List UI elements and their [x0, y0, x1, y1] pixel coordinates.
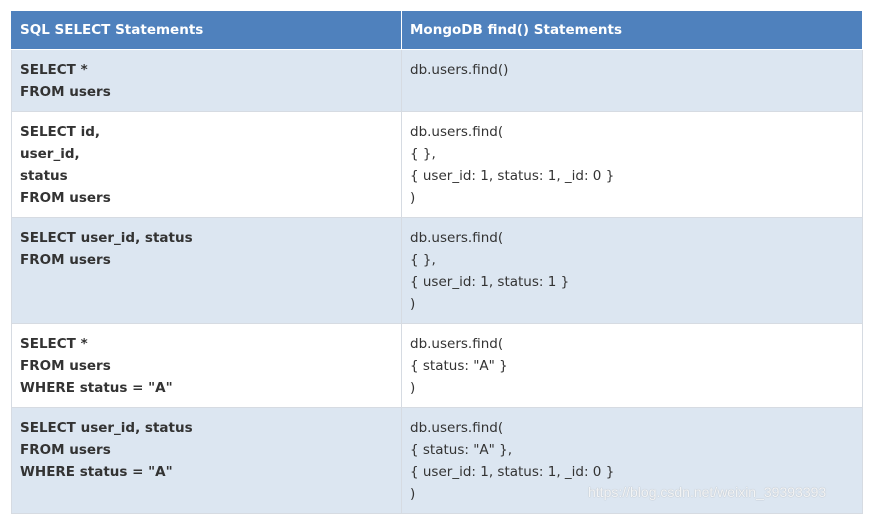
- sql-line: status: [20, 168, 68, 184]
- sql-cell: SELECT * FROM users: [11, 49, 402, 112]
- sql-cell: SELECT user_id, status FROM users: [11, 217, 402, 324]
- sql-line: FROM users: [20, 252, 111, 268]
- mongo-line: { status: "A" }: [410, 358, 508, 374]
- mongo-cell: db.users.find( { }, { user_id: 1, status…: [401, 217, 863, 324]
- mongo-line: db.users.find(: [410, 230, 504, 246]
- mongo-cell: db.users.find( { status: "A" } ): [401, 323, 863, 408]
- sql-line: FROM users: [20, 358, 111, 374]
- mongo-line: db.users.find(): [410, 62, 509, 78]
- sql-cell: SELECT * FROM users WHERE status = "A": [11, 323, 402, 408]
- sql-cell: SELECT user_id, status FROM users WHERE …: [11, 407, 402, 514]
- comparison-table-container: SQL SELECT Statements MongoDB find() Sta…: [11, 10, 863, 514]
- sql-line: SELECT user_id, status: [20, 230, 193, 246]
- mongo-line: { },: [410, 252, 436, 268]
- mongo-line: { status: "A" },: [410, 442, 513, 458]
- header-sql: SQL SELECT Statements: [11, 10, 402, 50]
- sql-line: FROM users: [20, 190, 111, 206]
- table-row: SELECT * FROM users db.users.find(): [11, 49, 863, 112]
- sql-line: FROM users: [20, 442, 111, 458]
- table-header-row: SQL SELECT Statements MongoDB find() Sta…: [11, 10, 863, 50]
- sql-mongodb-comparison-table: SQL SELECT Statements MongoDB find() Sta…: [11, 10, 863, 514]
- mongo-line: ): [410, 296, 416, 312]
- mongo-line: { user_id: 1, status: 1, _id: 0 }: [410, 464, 615, 480]
- sql-line: WHERE status = "A": [20, 464, 173, 480]
- table-row: SELECT * FROM users WHERE status = "A" d…: [11, 323, 863, 408]
- sql-cell: SELECT id, user_id, status FROM users: [11, 111, 402, 218]
- mongo-line: ): [410, 190, 416, 206]
- watermark-text: https://blog.csdn.net/weixin_39393393: [588, 484, 827, 500]
- sql-line: SELECT *: [20, 62, 88, 78]
- sql-line: SELECT *: [20, 336, 88, 352]
- mongo-line: db.users.find(: [410, 336, 504, 352]
- mongo-line: { user_id: 1, status: 1 }: [410, 274, 570, 290]
- mongo-cell: db.users.find(): [401, 49, 863, 112]
- header-mongodb: MongoDB find() Statements: [401, 10, 863, 50]
- sql-line: user_id,: [20, 146, 80, 162]
- mongo-line: { user_id: 1, status: 1, _id: 0 }: [410, 168, 615, 184]
- mongo-line: db.users.find(: [410, 420, 504, 436]
- mongo-line: ): [410, 486, 416, 502]
- mongo-line: { },: [410, 146, 436, 162]
- mongo-line: db.users.find(: [410, 124, 504, 140]
- mongo-cell: db.users.find( { status: "A" }, { user_i…: [401, 407, 863, 514]
- mongo-line: ): [410, 380, 416, 396]
- mongo-cell: db.users.find( { }, { user_id: 1, status…: [401, 111, 863, 218]
- sql-line: SELECT user_id, status: [20, 420, 193, 436]
- table-row: SELECT id, user_id, status FROM users db…: [11, 111, 863, 218]
- sql-line: SELECT id,: [20, 124, 101, 140]
- table-row: SELECT user_id, status FROM users db.use…: [11, 217, 863, 324]
- sql-line: FROM users: [20, 84, 111, 100]
- sql-line: WHERE status = "A": [20, 380, 173, 396]
- table-row: SELECT user_id, status FROM users WHERE …: [11, 407, 863, 514]
